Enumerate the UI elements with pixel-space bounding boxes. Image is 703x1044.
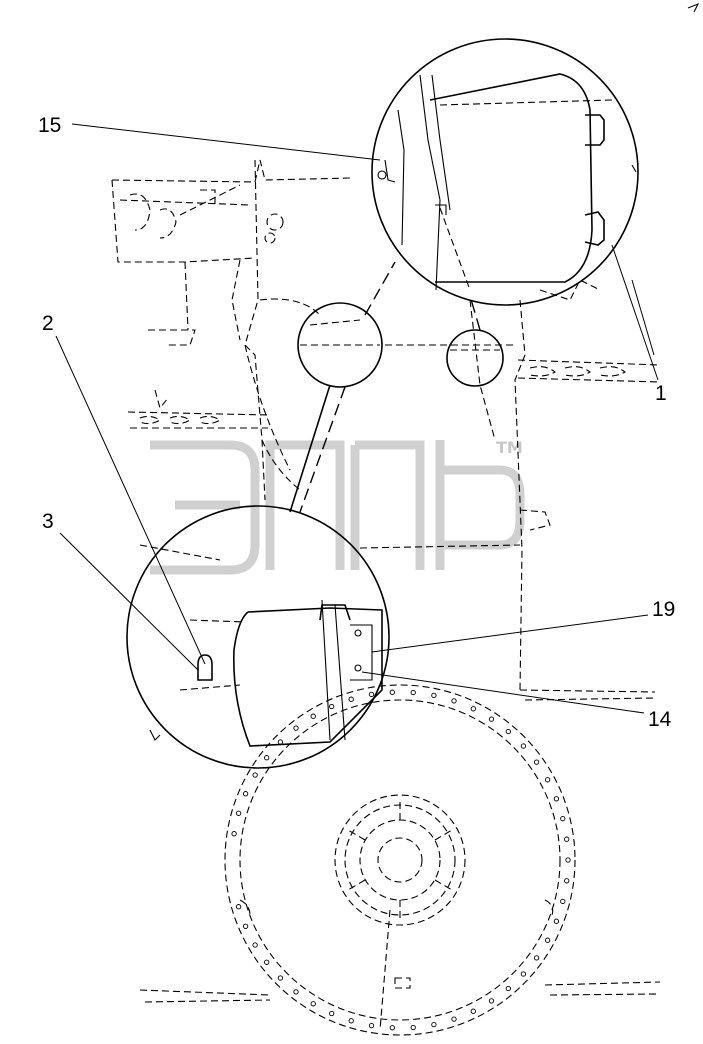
wheel-hole	[310, 1001, 316, 1007]
wheel-hole	[505, 985, 511, 992]
right-frame	[359, 279, 661, 701]
wheel-hole	[553, 918, 560, 924]
wheel-hole	[242, 791, 249, 797]
wheel-hole	[235, 904, 242, 910]
detail-leader	[469, 295, 481, 331]
left-rail	[127, 389, 269, 429]
wheel-hole	[293, 989, 299, 995]
wheel-hole	[235, 810, 242, 816]
detail-leader	[299, 386, 346, 513]
upper-frame	[111, 159, 351, 501]
wheel-hole	[451, 698, 457, 704]
wheel-hole	[451, 1016, 457, 1022]
leader-15	[71, 123, 381, 161]
wheel-hole	[231, 831, 237, 837]
wheel-hole	[533, 955, 540, 961]
wheel-hole	[565, 857, 571, 863]
callout-19: 19	[652, 598, 675, 621]
wheel-hole	[389, 689, 395, 695]
wheel-hole	[544, 777, 551, 783]
leader-1b	[631, 279, 655, 356]
callout-2: 2	[42, 312, 54, 335]
detail-circle-small-right	[446, 329, 504, 387]
wheel-hole	[520, 743, 527, 749]
wheel-hole	[520, 971, 527, 977]
wheel-hole	[348, 1018, 354, 1024]
wheel-hole	[544, 937, 551, 943]
wheel-hole	[470, 706, 476, 712]
wheel-hole	[505, 728, 511, 735]
wheel-hole	[368, 1022, 375, 1029]
wheel-hole	[470, 1008, 476, 1014]
wheel-hole	[560, 898, 566, 905]
detail-leader	[289, 384, 331, 513]
callout-3: 3	[42, 510, 54, 533]
wheel-hole	[488, 998, 495, 1004]
wheel-hole	[329, 1010, 335, 1017]
wheel-hole	[533, 759, 540, 765]
wheel-hole	[564, 878, 570, 884]
wheel-hole	[368, 691, 375, 698]
detail-circle-small-left	[297, 302, 383, 388]
callout-15: 15	[38, 114, 61, 137]
wheel-hole	[310, 713, 316, 719]
wheel-hole	[431, 692, 437, 699]
wheel-holes	[231, 689, 571, 1031]
leader-3	[59, 532, 199, 671]
leader-14	[361, 671, 645, 714]
wheel-hole	[277, 975, 284, 981]
leader-1	[611, 244, 659, 381]
watermark-logo: TM	[150, 438, 525, 575]
callout-1: 1	[655, 382, 667, 405]
wheel-hole	[264, 959, 270, 965]
corner-mark-icon	[687, 2, 700, 13]
wheel-hole	[560, 815, 566, 822]
wheel-hole	[348, 696, 354, 702]
wheel-hole	[329, 703, 335, 710]
wheel-hole	[488, 716, 495, 722]
watermark-trademark: TM	[496, 438, 523, 457]
wheel	[139, 684, 661, 1036]
wheel-hole	[264, 755, 270, 761]
magnified-view-upper	[371, 38, 639, 306]
wheel-hole	[252, 942, 258, 948]
wheel-hole	[242, 923, 249, 929]
leader-19	[371, 614, 649, 653]
detail-leader	[364, 261, 396, 316]
wheel-hole	[564, 836, 570, 842]
wheel-hole	[410, 689, 416, 696]
wheel-hole	[389, 1025, 395, 1031]
wheel-hole	[410, 1024, 416, 1031]
leader-2	[55, 335, 206, 665]
wheel-hole	[553, 796, 560, 802]
wheel-hole	[293, 725, 299, 731]
wheel-hole	[252, 772, 258, 778]
callout-14: 14	[648, 708, 672, 731]
magnified-view-lower	[126, 505, 390, 769]
wheel-hole	[277, 739, 284, 745]
wheel-hole	[431, 1021, 437, 1028]
